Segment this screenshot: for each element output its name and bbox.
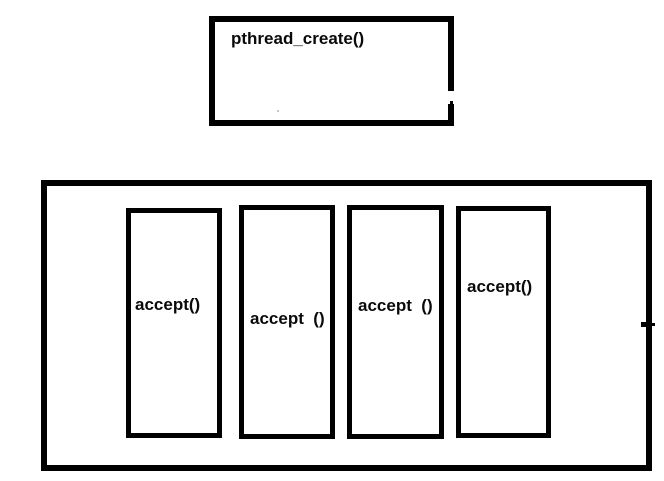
thread-pool-box: accept() accept () accept () accept() <box>41 180 655 471</box>
pthread-create-label: pthread_create() <box>231 29 365 48</box>
pool-border-notch-outer <box>652 323 655 326</box>
thread-box-1: accept() <box>126 208 222 438</box>
thread-box-3: accept () <box>347 205 444 439</box>
accept-label-4: accept() <box>467 277 533 296</box>
accept-label-2: accept () <box>250 309 325 328</box>
stray-dot <box>277 110 279 112</box>
accept-label-1: accept() <box>135 295 201 314</box>
top-box-border-gap <box>444 91 458 104</box>
pool-border-notch-inner <box>641 322 646 327</box>
thread-box-2: accept () <box>239 205 335 439</box>
top-box-border-step <box>450 101 453 105</box>
accept-label-3: accept () <box>358 296 433 315</box>
thread-box-4: accept() <box>456 206 551 438</box>
pthread-create-box: pthread_create() <box>209 16 454 126</box>
